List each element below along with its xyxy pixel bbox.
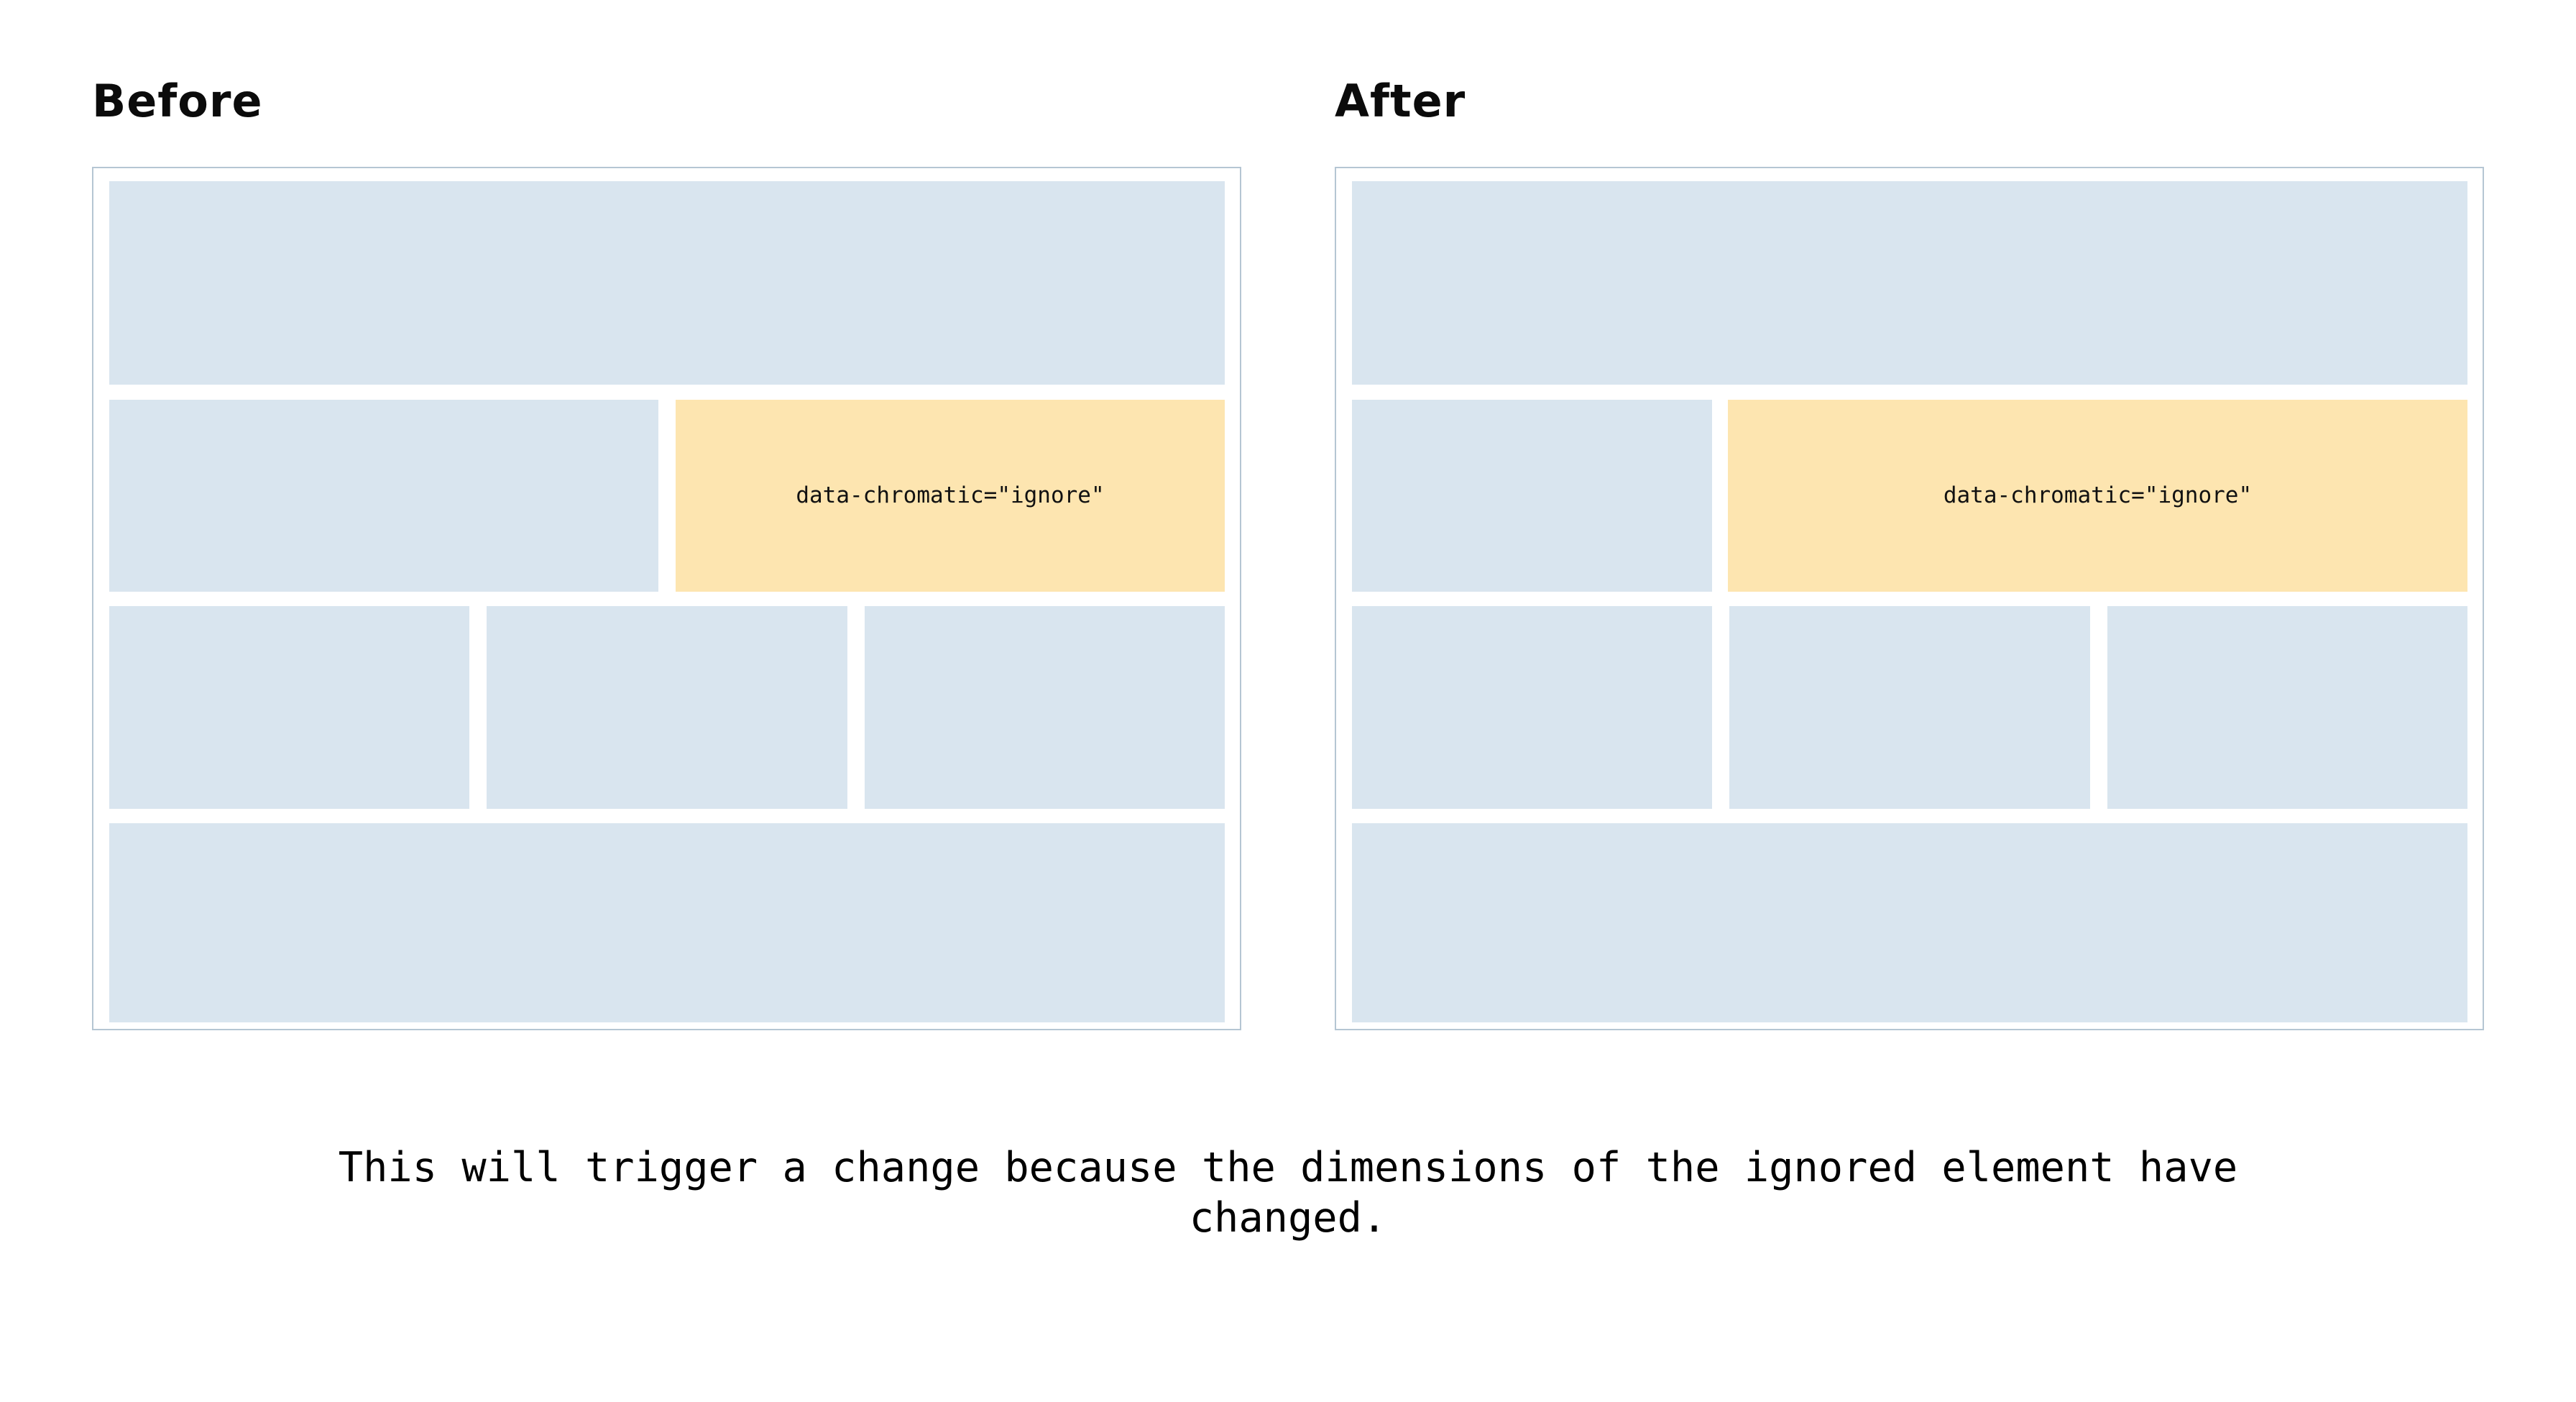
after-panel: data-chromatic="ignore" [1335, 167, 2484, 1030]
after-heading: After [1335, 75, 1466, 127]
placeholder-block [1352, 400, 1712, 592]
ignored-element-label: data-chromatic="ignore" [1943, 482, 2253, 509]
placeholder-block [487, 606, 847, 810]
placeholder-block [864, 606, 1225, 810]
before-heading: Before [92, 75, 263, 127]
ignored-element-label: data-chromatic="ignore" [796, 482, 1105, 509]
before-row-1 [109, 181, 1225, 385]
ignored-element-block: data-chromatic="ignore" [1728, 400, 2467, 592]
placeholder-block [1729, 606, 2090, 810]
before-row-2: data-chromatic="ignore" [109, 400, 1225, 592]
after-row-3 [1352, 606, 2467, 810]
placeholder-block [1352, 606, 1713, 810]
after-column: After data-chromatic="ignore" [1335, 79, 2484, 1030]
placeholder-block [1352, 823, 2467, 1022]
after-row-4 [1352, 823, 2467, 1022]
explanation-caption: This will trigger a change because the d… [338, 1144, 2238, 1242]
before-row-3 [109, 606, 1225, 810]
placeholder-block [109, 181, 1225, 385]
placeholder-block [1352, 181, 2467, 385]
placeholder-block [109, 606, 470, 810]
before-row-4 [109, 823, 1225, 1022]
placeholder-block [2107, 606, 2467, 810]
before-after-comparison: Before data-chromatic="ignore" [92, 79, 2484, 1030]
before-column: Before data-chromatic="ignore" [92, 79, 1241, 1030]
placeholder-block [109, 400, 658, 592]
ignored-element-block: data-chromatic="ignore" [676, 400, 1225, 592]
before-panel: data-chromatic="ignore" [92, 167, 1241, 1030]
after-row-1 [1352, 181, 2467, 385]
after-row-2: data-chromatic="ignore" [1352, 400, 2467, 592]
placeholder-block [109, 823, 1225, 1022]
